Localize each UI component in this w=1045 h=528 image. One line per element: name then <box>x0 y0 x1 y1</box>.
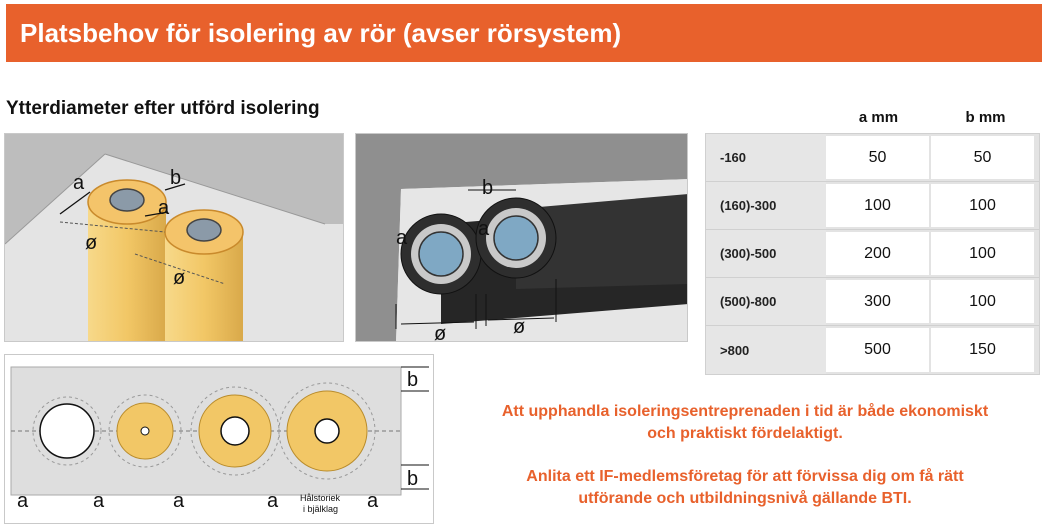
label-a-6: a <box>93 490 105 512</box>
b-cell: 100 <box>931 232 1034 275</box>
illustration-cross-section: b b a a a a a Hålstoriek i bjälklag <box>4 354 434 524</box>
note-line-2: och praktiskt fördelaktigt. <box>647 425 843 442</box>
illustration-black-pipes: a a b ø ø <box>355 133 688 342</box>
b-cell: 100 <box>931 184 1034 227</box>
note-line-1: Att upphandla isoleringsentreprenaden i … <box>501 403 989 420</box>
label-a-8: a <box>267 490 279 512</box>
label-a-9: a <box>367 490 379 512</box>
label-a-5: a <box>17 490 29 512</box>
section-subtitle: Ytterdiameter efter utförd isolering <box>6 98 320 119</box>
page-title: Platsbehov för isolering av rör (avser r… <box>20 18 622 48</box>
spec-table: a mm b mm -160 50 50 (160)-300 100 100 (… <box>705 101 1040 375</box>
note-line-3: Anlita ett IF-medlemsföretag för att för… <box>526 468 964 485</box>
b-cell: 100 <box>931 280 1034 323</box>
yellow-pipes-drawing: a b a ø ø <box>5 134 343 341</box>
note-member-company: Anlita ett IF-medlemsföretag för att för… <box>445 466 1045 510</box>
col-b-header: b mm <box>965 108 1006 126</box>
halstoriek-label-1: Hålstoriek <box>300 493 341 503</box>
label-b-1: b <box>170 167 181 189</box>
label-a-4: a <box>478 218 490 240</box>
a-cell: 100 <box>826 184 929 227</box>
a-cell: 50 <box>826 136 929 179</box>
label-a-2: a <box>158 197 170 219</box>
range-cell: >800 <box>706 326 826 374</box>
a-cell: 200 <box>826 232 929 275</box>
table-body: -160 50 50 (160)-300 100 100 (300)-500 2… <box>705 133 1040 375</box>
range-cell: (160)-300 <box>706 182 826 229</box>
label-diameter-2: ø <box>173 267 185 289</box>
note-line-4: utförande och utbildningsnivå gällande B… <box>578 490 912 507</box>
a-cell: 300 <box>826 280 929 323</box>
cross-section-drawing: b b a a a a a Hålstoriek i bjälklag <box>10 366 429 514</box>
label-a-7: a <box>173 490 185 512</box>
range-cell: (500)-800 <box>706 278 826 325</box>
page-header: Platsbehov för isolering av rör (avser r… <box>6 4 1042 62</box>
a-cell: 500 <box>826 328 929 372</box>
label-a-1: a <box>73 172 85 194</box>
table-row: (300)-500 200 100 <box>706 230 1039 278</box>
label-b-4: b <box>407 468 418 490</box>
b-cell: 50 <box>931 136 1034 179</box>
table-row: (160)-300 100 100 <box>706 182 1039 230</box>
halstoriek-label-2: i bjälklag <box>303 504 338 514</box>
col-a-header: a mm <box>858 108 899 126</box>
table-row: >800 500 150 <box>706 326 1039 374</box>
label-b-3: b <box>407 369 418 391</box>
label-a-3: a <box>396 227 408 249</box>
range-cell: (300)-500 <box>706 230 826 277</box>
black-pipes-drawing: a a b ø ø <box>356 134 687 342</box>
label-diameter-3: ø <box>434 323 446 342</box>
note-procurement: Att upphandla isoleringsentreprenaden i … <box>445 401 1045 445</box>
label-diameter-4: ø <box>513 316 525 338</box>
table-header: a mm b mm <box>705 101 1040 133</box>
label-diameter-1: ø <box>85 232 97 254</box>
label-b-2: b <box>482 177 493 199</box>
range-cell: -160 <box>706 134 826 181</box>
illustration-yellow-pipes: a b a ø ø <box>4 133 344 342</box>
b-cell: 150 <box>931 328 1034 372</box>
table-row: -160 50 50 <box>706 134 1039 182</box>
table-row: (500)-800 300 100 <box>706 278 1039 326</box>
